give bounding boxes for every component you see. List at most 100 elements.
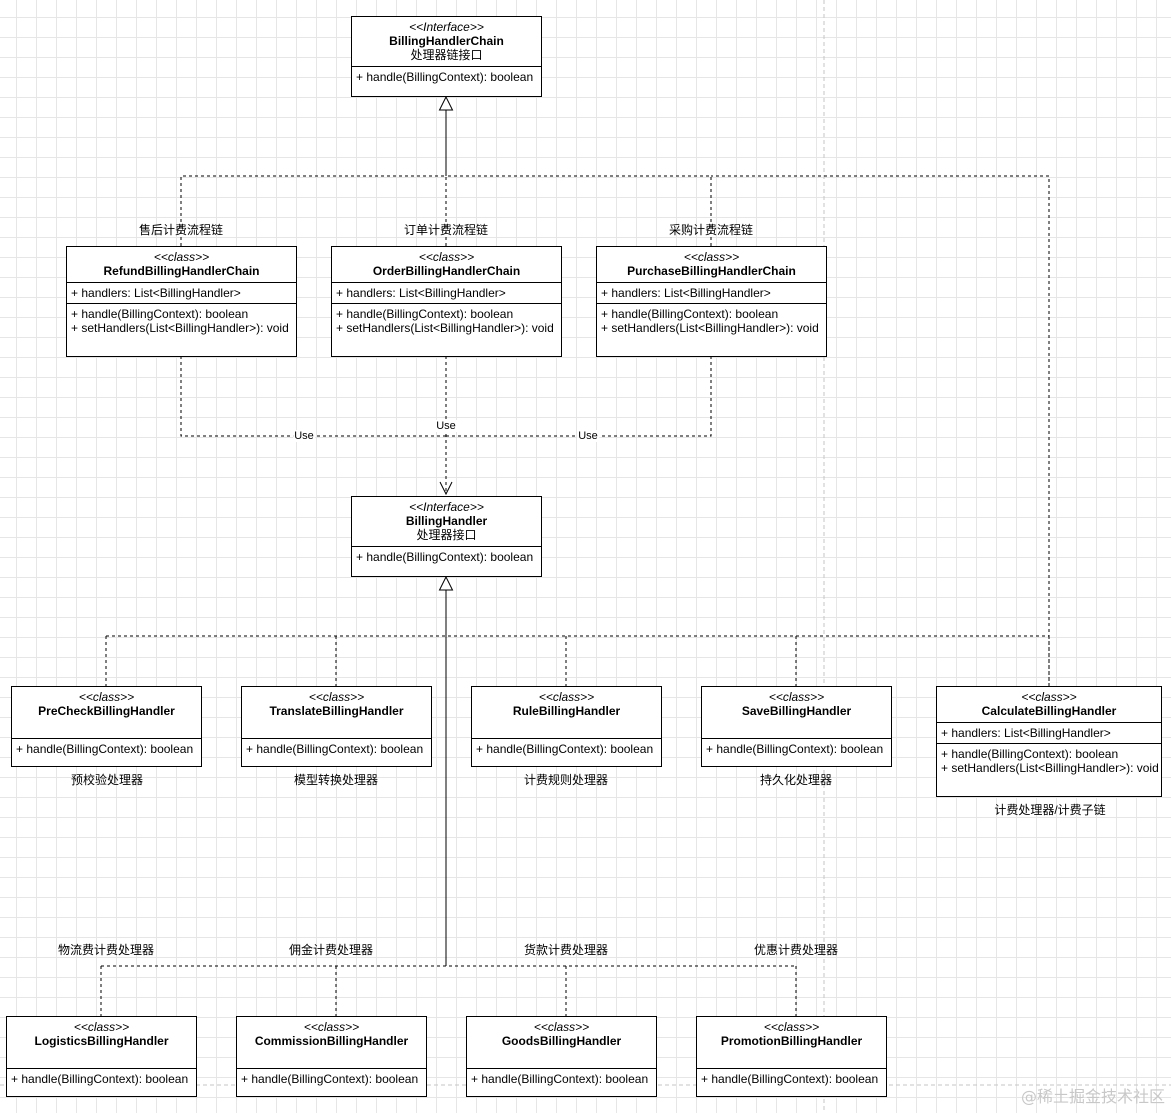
method-entry: + handle(BillingContext): boolean (16, 742, 194, 756)
method-entry: + setHandlers(List<BillingHandler>): voi… (601, 321, 819, 335)
class-name: BillingHandler (405, 514, 488, 528)
method-section: + handle(BillingContext): boolean (467, 1068, 656, 1089)
field-section: + handlers: List<BillingHandler> (67, 282, 296, 303)
method-section: + handle(BillingContext): boolean (352, 546, 541, 567)
stereotype-label: <<class>> (303, 1020, 360, 1034)
method-entry: + handle(BillingContext): boolean (356, 550, 534, 564)
chain-label-purchase: 采购计费流程链 (668, 223, 754, 237)
class-name: GoodsBillingHandler (501, 1034, 622, 1048)
method-entry: + setHandlers(List<BillingHandler>): voi… (336, 321, 554, 335)
stereotype-label: <<class>> (763, 1020, 820, 1034)
method-section: + handle(BillingContext): boolean + setH… (937, 743, 1161, 778)
handler-caption: 计费规则处理器 (523, 773, 609, 787)
class-name: LogisticsBillingHandler (34, 1034, 169, 1048)
method-entry: + setHandlers(List<BillingHandler>): voi… (941, 761, 1159, 775)
method-entry: + handle(BillingContext): boolean (471, 1072, 649, 1086)
method-section: + handle(BillingContext): boolean (237, 1068, 426, 1089)
stereotype-label: <<class>> (153, 250, 210, 264)
class-goods-billing-handler[interactable]: <<class>> GoodsBillingHandler + handle(B… (466, 1016, 657, 1097)
sub-handler-label: 货款计费处理器 (523, 943, 609, 957)
class-calculate-billing-handler[interactable]: <<class>> CalculateBillingHandler + hand… (936, 686, 1162, 797)
method-section: + handle(BillingContext): boolean (12, 738, 201, 759)
stereotype-label: <<class>> (768, 690, 825, 704)
stereotype-label: <<class>> (538, 690, 595, 704)
method-entry: + handle(BillingContext): boolean (246, 742, 424, 756)
stereotype-label: <<class>> (1021, 690, 1077, 704)
method-entry: + handle(BillingContext): boolean (11, 1072, 189, 1086)
handler-caption: 持久化处理器 (759, 773, 833, 787)
class-save-billing-handler[interactable]: <<class>> SaveBillingHandler + handle(Bi… (701, 686, 892, 767)
stereotype-label: <<Interface>> (409, 20, 484, 34)
method-entry: + setHandlers(List<BillingHandler>): voi… (71, 321, 289, 335)
stereotype-label: <<class>> (78, 690, 135, 704)
method-entry: + handle(BillingContext): boolean (241, 1072, 419, 1086)
class-purchase-billing-handler-chain[interactable]: <<class>> PurchaseBillingHandlerChain + … (596, 246, 827, 357)
method-entry: + handle(BillingContext): boolean (476, 742, 654, 756)
method-section: + handle(BillingContext): boolean (472, 738, 661, 759)
method-entry: + handle(BillingContext): boolean (941, 747, 1119, 761)
class-name: PromotionBillingHandler (720, 1034, 863, 1048)
realization-arrow-handler (438, 575, 454, 591)
class-order-billing-handler-chain[interactable]: <<class>> OrderBillingHandlerChain + han… (331, 246, 562, 357)
chain-label-refund: 售后计费流程链 (138, 223, 224, 237)
field-entry: + handlers: List<BillingHandler> (941, 726, 1111, 740)
interface-billing-handler-chain[interactable]: <<Interface>> BillingHandlerChain 处理器链接口… (351, 16, 542, 97)
class-translate-billing-handler[interactable]: <<class>> TranslateBillingHandler + hand… (241, 686, 432, 767)
stereotype-label: <<Interface>> (409, 500, 484, 514)
class-name: RefundBillingHandlerChain (103, 264, 260, 278)
class-name: PreCheckBillingHandler (38, 704, 175, 718)
method-entry: + handle(BillingContext): boolean (356, 70, 534, 84)
class-name: CommissionBillingHandler (254, 1034, 409, 1048)
stereotype-label: <<class>> (308, 690, 365, 704)
method-section: + handle(BillingContext): boolean (7, 1068, 196, 1089)
interface-billing-handler[interactable]: <<Interface>> BillingHandler 处理器接口 + han… (351, 496, 542, 577)
class-refund-billing-handler-chain[interactable]: <<class>> RefundBillingHandlerChain + ha… (66, 246, 297, 357)
method-entry: + handle(BillingContext): boolean (336, 307, 514, 321)
chain-label-order: 订单计费流程链 (403, 223, 489, 237)
sub-handler-label: 佣金计费处理器 (288, 943, 374, 957)
realization-arrow-chain (438, 95, 454, 111)
class-name: OrderBillingHandlerChain (372, 264, 521, 278)
class-precheck-billing-handler[interactable]: <<class>> PreCheckBillingHandler + handl… (11, 686, 202, 767)
stereotype-label: <<class>> (418, 250, 475, 264)
class-promotion-billing-handler[interactable]: <<class>> PromotionBillingHandler + hand… (696, 1016, 887, 1097)
field-entry: + handlers: List<BillingHandler> (71, 286, 241, 300)
sub-handler-label: 物流费计费处理器 (57, 943, 155, 957)
handler-caption: 预校验处理器 (70, 773, 144, 787)
method-section: + handle(BillingContext): boolean (697, 1068, 886, 1089)
handler-caption: 计费处理器/计费子链 (994, 803, 1106, 817)
use-arrow-head (439, 481, 453, 496)
use-label: Use (577, 430, 599, 442)
class-subtitle: 处理器链接口 (410, 48, 483, 62)
method-section: + handle(BillingContext): boolean + setH… (332, 303, 561, 338)
method-entry: + handle(BillingContext): boolean (706, 742, 884, 756)
sub-handler-label: 优惠计费处理器 (753, 943, 839, 957)
field-section: + handlers: List<BillingHandler> (332, 282, 561, 303)
field-section: + handlers: List<BillingHandler> (937, 722, 1161, 743)
method-entry: + handle(BillingContext): boolean (701, 1072, 879, 1086)
realization-edges-handler (100, 635, 1050, 1016)
method-entry: + handle(BillingContext): boolean (71, 307, 249, 321)
stereotype-label: <<class>> (683, 250, 740, 264)
method-section: + handle(BillingContext): boolean + setH… (67, 303, 296, 338)
field-entry: + handlers: List<BillingHandler> (336, 286, 506, 300)
class-name: RuleBillingHandler (512, 704, 621, 718)
watermark: @稀土掘金技术社区 (1020, 1087, 1165, 1106)
stereotype-label: <<class>> (533, 1020, 590, 1034)
class-logistics-billing-handler[interactable]: <<class>> LogisticsBillingHandler + hand… (6, 1016, 197, 1097)
class-name: CalculateBillingHandler (981, 704, 1117, 718)
stereotype-label: <<class>> (73, 1020, 130, 1034)
handler-caption: 模型转换处理器 (293, 773, 379, 787)
method-section: + handle(BillingContext): boolean (352, 66, 541, 87)
method-section: + handle(BillingContext): boolean (702, 738, 891, 759)
field-section: + handlers: List<BillingHandler> (597, 282, 826, 303)
class-name: BillingHandlerChain (389, 34, 504, 48)
field-entry: + handlers: List<BillingHandler> (601, 286, 771, 300)
class-name: PurchaseBillingHandlerChain (627, 264, 796, 278)
class-subtitle: 处理器接口 (416, 528, 477, 542)
class-rule-billing-handler[interactable]: <<class>> RuleBillingHandler + handle(Bi… (471, 686, 662, 767)
realization-edges-chain (180, 175, 1050, 686)
class-commission-billing-handler[interactable]: <<class>> CommissionBillingHandler + han… (236, 1016, 427, 1097)
use-label: Use (293, 430, 315, 442)
